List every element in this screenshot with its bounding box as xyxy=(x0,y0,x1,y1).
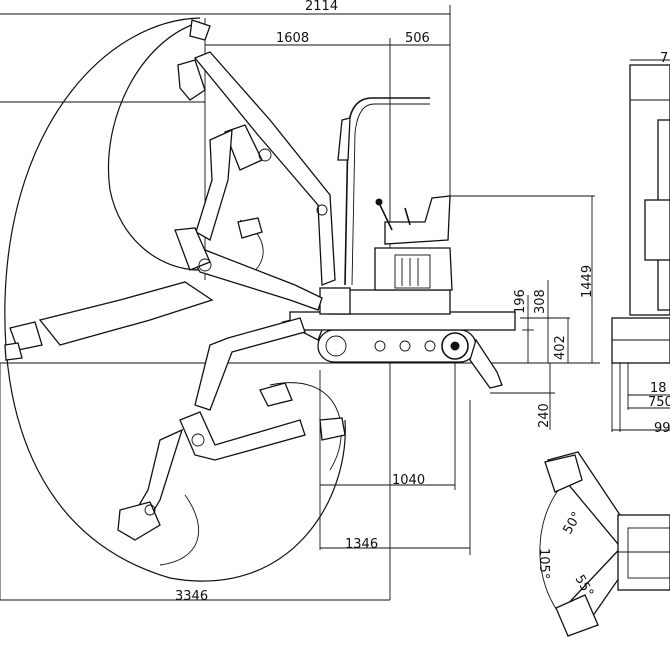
dim-front-2: 750 xyxy=(648,395,670,410)
dim-front-1: 18 xyxy=(650,381,667,396)
dimension-lines xyxy=(0,5,600,601)
dim-front-top: 7 xyxy=(660,51,668,66)
dim-top-overall: 2114 xyxy=(305,0,338,14)
excavator-machine xyxy=(281,97,516,389)
arm-position-down xyxy=(117,317,346,541)
dim-top-right: 506 xyxy=(405,31,430,46)
top-view-swing xyxy=(539,451,670,637)
angle-upper: 50° xyxy=(560,510,585,537)
dim-196: 196 xyxy=(513,289,528,314)
dim-front-3: 99 xyxy=(654,421,670,436)
working-range-envelope xyxy=(4,17,346,582)
front-view xyxy=(611,59,670,432)
dim-402: 402 xyxy=(553,335,568,360)
dim-top-inner: 1608 xyxy=(276,31,309,46)
dim-1040: 1040 xyxy=(392,473,425,488)
dim-1346: 1346 xyxy=(345,537,378,552)
dim-3346: 3346 xyxy=(175,589,208,604)
dim-308: 308 xyxy=(533,289,548,314)
dim-1449: 1449 xyxy=(580,265,595,298)
dim-240: 240 xyxy=(537,403,552,428)
arm-position-up xyxy=(177,19,336,286)
angle-left: 105° xyxy=(536,548,551,579)
arm-position-mid xyxy=(4,217,323,361)
